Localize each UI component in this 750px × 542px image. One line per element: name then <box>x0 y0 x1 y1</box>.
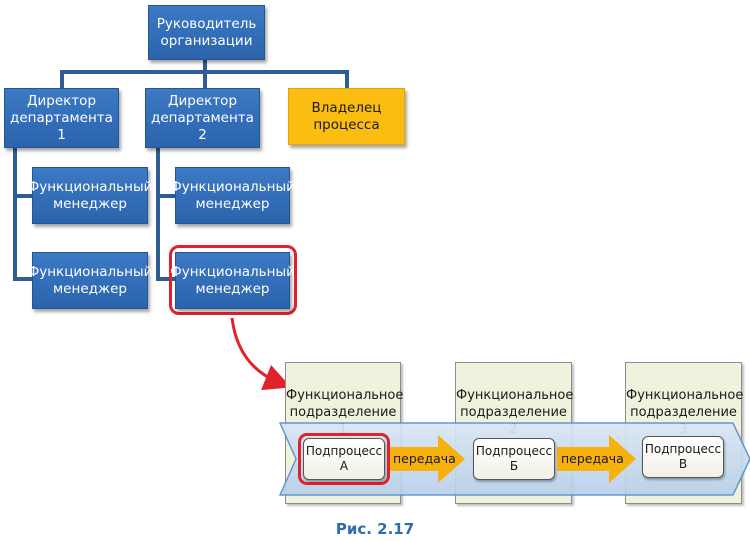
subprocess-v-box: Подпроцесс В <box>642 436 724 478</box>
dept2-manager-2-label: Функциональный менеджер <box>170 263 295 297</box>
functional-unit-1-label: Функциональное подразделение 1 <box>286 388 404 437</box>
transfer-label-2: передача <box>561 451 624 466</box>
dept1-manager-1-box: Функциональный менеджер <box>28 167 152 224</box>
director-1-label: Директор департамента 1 <box>10 92 113 143</box>
dept2-manager-1-label: Функциональный менеджер <box>170 178 295 212</box>
dept1-manager-1-label: Функциональный менеджер <box>27 178 153 212</box>
functional-unit-3-label: Функциональное подразделение 3 <box>626 388 744 437</box>
subprocess-a-box: Подпроцесс А <box>303 438 385 480</box>
director-2-box: Директор департамента 2 <box>145 88 260 148</box>
subprocess-b-box: Подпроцесс Б <box>473 438 555 480</box>
process-owner-box: Владелец процесса <box>288 88 405 145</box>
transfer-arrow-2 <box>557 435 636 483</box>
highlighted-subprocess-frame <box>298 433 390 485</box>
dept2-spine <box>156 145 176 281</box>
dept1-manager-2-box: Функциональный менеджер <box>28 252 152 309</box>
dept1-spine <box>13 145 35 281</box>
dept1-manager-2-label: Функциональный менеджер <box>27 263 153 297</box>
subprocess-a-label: Подпроцесс А <box>305 444 383 473</box>
transfer-arrow-1 <box>389 435 465 483</box>
subprocess-b-label: Подпроцесс Б <box>475 444 553 473</box>
director-2-label: Директор департамента 2 <box>151 92 254 143</box>
process-owner-label: Владелец процесса <box>311 99 382 133</box>
director-1-box: Директор департамента 1 <box>4 88 119 148</box>
ceo-box: Руководитель организации <box>148 5 265 60</box>
figure-caption: Рис. 2.17 <box>335 520 415 538</box>
dept2-manager-1-box: Функциональный менеджер <box>170 167 295 224</box>
dept2-manager-2-box: Функциональный менеджер <box>170 252 295 309</box>
highlighted-manager-frame <box>169 245 297 315</box>
ceo-label: Руководитель организации <box>156 15 257 49</box>
red-link-arrow <box>230 317 292 391</box>
transfer-label-1: передача <box>393 451 456 466</box>
functional-unit-2-label: Функциональное подразделение 2 <box>456 388 574 437</box>
subprocess-v-label: Подпроцесс В <box>644 442 722 471</box>
